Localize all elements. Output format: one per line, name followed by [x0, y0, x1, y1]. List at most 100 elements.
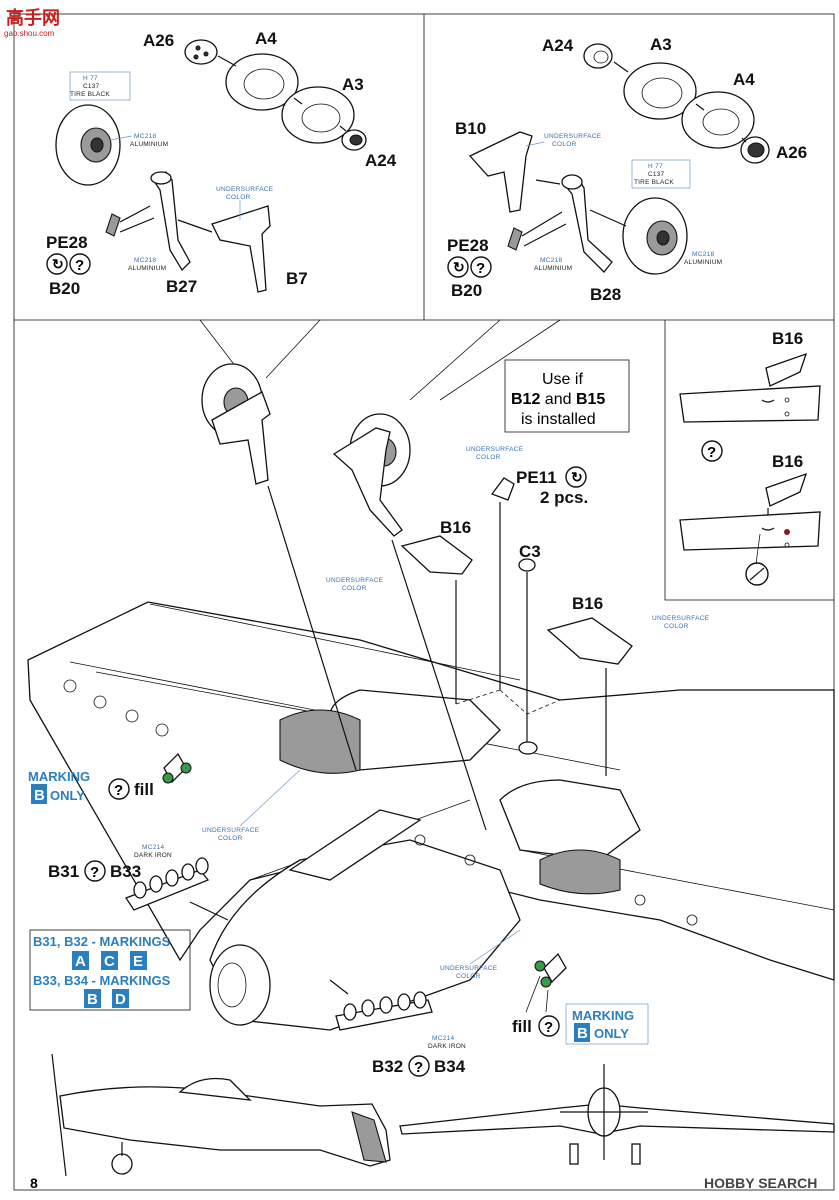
wheel-inner-ring [301, 103, 341, 133]
main-wing-assembly: C3 B16 B16 PE11 ↻ 2 pcs. UNDERSURFACE CO… [27, 363, 835, 1031]
part-pe28 [507, 227, 523, 251]
installed-cover-right [332, 427, 403, 537]
label-a4: A4 [733, 70, 755, 89]
pe11-color-1: UNDERSURFACE [466, 446, 524, 453]
marking-box-b [84, 989, 101, 1008]
flip-symbol [46, 253, 68, 275]
darkiron-top: DARK IRON [134, 852, 172, 859]
option-symbol [84, 860, 106, 882]
label-b20: B20 [451, 281, 482, 300]
front-wheel-left [569, 1143, 579, 1165]
b16-color-1: UNDERSURFACE [326, 577, 384, 584]
label-b32: B32 [372, 1057, 403, 1076]
note-and: and [540, 391, 576, 408]
label-b34: B34 [434, 1057, 466, 1076]
exhaust-pipe [133, 881, 147, 899]
part-b16-right [546, 617, 633, 665]
part-c3 [518, 558, 536, 572]
inspection-panel [63, 679, 77, 693]
wheel-well-left-inner [279, 709, 361, 774]
marking-box-e [130, 951, 147, 970]
wing-color-1: UNDERSURFACE [202, 827, 260, 834]
gear-leg-b28 [562, 177, 613, 273]
wheel-inner-ring [641, 77, 683, 109]
cover-color-1: UNDERSURFACE [216, 186, 274, 193]
tire-color-callout [69, 71, 131, 101]
label-a26: A26 [143, 31, 174, 50]
green-light [162, 772, 174, 784]
fill-leader [545, 989, 549, 1013]
option-symbol [408, 1055, 430, 1077]
cover-color-2: COLOR [552, 141, 577, 148]
label-pe11: PE11 [516, 468, 557, 487]
leg-code: MC218 [540, 257, 563, 264]
hub-a24-ring [593, 50, 609, 64]
option-panel-frame [664, 320, 834, 601]
label-pe11-qty: 2 pcs. [540, 488, 588, 507]
green-light [180, 762, 192, 774]
label-a3: A3 [342, 75, 364, 94]
marking-right-letter-box [574, 1023, 590, 1042]
tire-color: TIRE BLACK [634, 179, 674, 186]
hub-cap-hole [195, 45, 201, 51]
green-light [534, 960, 546, 972]
spinner-mount [209, 944, 271, 1026]
exhaust-placement-line [189, 901, 229, 921]
logo-text: 高手网 [6, 7, 60, 28]
exhaust-pipe [397, 993, 411, 1011]
label-pe28: PE28 [447, 236, 489, 255]
note-line-3: is installed [521, 411, 596, 428]
cowling-intake [288, 809, 422, 881]
wing-section-top [679, 385, 821, 423]
gear-leg-top [561, 174, 583, 190]
wheel-inner-ring [702, 108, 740, 136]
green-light [540, 976, 552, 988]
gear-leg-top [150, 171, 172, 185]
exhaust-pipe [379, 996, 393, 1014]
fill-leader [525, 975, 541, 1013]
flip-icon: ↻ [453, 259, 465, 275]
gear-cover-b7 [211, 205, 271, 293]
label-c3: C3 [519, 542, 541, 561]
question-icon: ? [114, 782, 123, 799]
label-a24: A24 [542, 36, 574, 55]
side-view-aircraft [51, 1053, 391, 1177]
assembly-arrows [119, 205, 213, 233]
tire-code-2: C137 [648, 171, 665, 178]
hub-cap-hole [203, 51, 209, 57]
hub-cap-hole [193, 54, 199, 60]
label-b7: B7 [286, 269, 308, 288]
marking-right-only: ONLY [594, 1026, 629, 1041]
hub-a24-center [349, 134, 363, 146]
hub-cap-center [747, 142, 765, 158]
marking-letter-b: B [87, 991, 98, 1008]
slot-mark [761, 527, 775, 531]
lower-color-1: UNDERSURFACE [440, 965, 498, 972]
note-line-1: Use if [542, 371, 583, 388]
option-symbol [701, 440, 723, 462]
flip-icon: ↻ [52, 256, 64, 272]
c3-mount [518, 741, 538, 755]
b16-insert-top [765, 352, 808, 387]
label-b27: B27 [166, 277, 197, 296]
label-b16-bottom: B16 [772, 452, 803, 471]
gear-leg-b27 [151, 171, 191, 272]
side-canopy [178, 1077, 252, 1101]
hub-color: ALUMINIUM [684, 259, 722, 266]
exhaust-b32-b34: MC214 DARK IRON B32 ? B34 [329, 979, 466, 1077]
note-frame [504, 359, 630, 433]
side-wheel [111, 1153, 133, 1175]
exhaust-pipe [165, 869, 179, 887]
hub-code: MC218 [692, 251, 715, 258]
leg-code: MC218 [134, 257, 157, 264]
exhaust-pipe [195, 857, 209, 875]
gear-left-placement-line [267, 485, 357, 771]
wheel-half-a3 [623, 62, 697, 120]
propeller-blade [51, 1053, 67, 1177]
wheel-well-right [499, 779, 641, 861]
fill-left: fill [134, 780, 154, 799]
wheel-half-a4 [681, 91, 755, 149]
label-b16-right: B16 [572, 594, 603, 613]
sand-symbol-stroke [749, 567, 765, 581]
note-part-b12: B12 [511, 391, 540, 408]
